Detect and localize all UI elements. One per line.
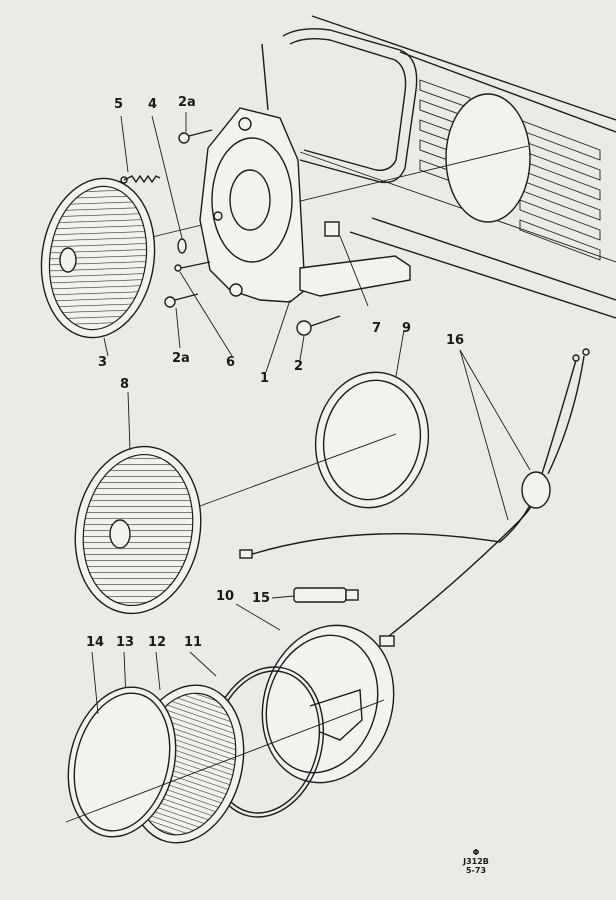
- label-11: 11: [184, 635, 203, 650]
- label-2a-bottom: 2a: [172, 351, 190, 366]
- label-13: 13: [116, 635, 135, 650]
- label-1: 1: [260, 371, 270, 386]
- car-front-grille: [261, 15, 616, 319]
- label-3: 3: [98, 355, 108, 370]
- part-2a-screw-bottom: [164, 293, 199, 308]
- reference-code: J312B: [463, 857, 489, 866]
- reference-symbol: Φ: [472, 848, 480, 857]
- label-14: 14: [86, 635, 105, 650]
- label-8: 8: [120, 377, 130, 392]
- part-3-lamp: [40, 177, 156, 339]
- part-4-pin: [177, 238, 187, 254]
- reference-date: 5-73: [465, 866, 487, 875]
- part-16-wiring: [239, 348, 590, 647]
- part-2a-screw-top: [178, 129, 213, 144]
- part-9-rim: [314, 329, 430, 509]
- label-4: 4: [148, 97, 158, 112]
- label-16: 16: [446, 333, 465, 348]
- label-10: 10: [216, 589, 235, 604]
- label-5: 5: [114, 97, 124, 112]
- part-6-screw: [174, 261, 211, 272]
- part-7-clip: [324, 221, 340, 237]
- part-8-fog-lamp: [74, 391, 397, 615]
- drawing-reference: Φ J312B 5-73: [456, 848, 496, 875]
- label-12: 12: [148, 635, 167, 650]
- part-2-screw: [296, 315, 341, 336]
- label-6: 6: [226, 355, 236, 370]
- axis-line-bottom: [65, 699, 385, 823]
- part-1-mounting-bracket: [199, 107, 411, 303]
- label-2: 2: [294, 359, 304, 374]
- leader-lines-top: [103, 112, 369, 373]
- label-15: 15: [252, 591, 271, 606]
- part-5-spring: [120, 174, 161, 184]
- part-15-bulb: [271, 587, 359, 603]
- part-10-housing: [235, 603, 395, 784]
- label-2a-top: 2a: [178, 95, 196, 110]
- label-9: 9: [402, 321, 412, 336]
- part-14-trim-ring: [67, 651, 177, 838]
- label-7: 7: [372, 321, 382, 336]
